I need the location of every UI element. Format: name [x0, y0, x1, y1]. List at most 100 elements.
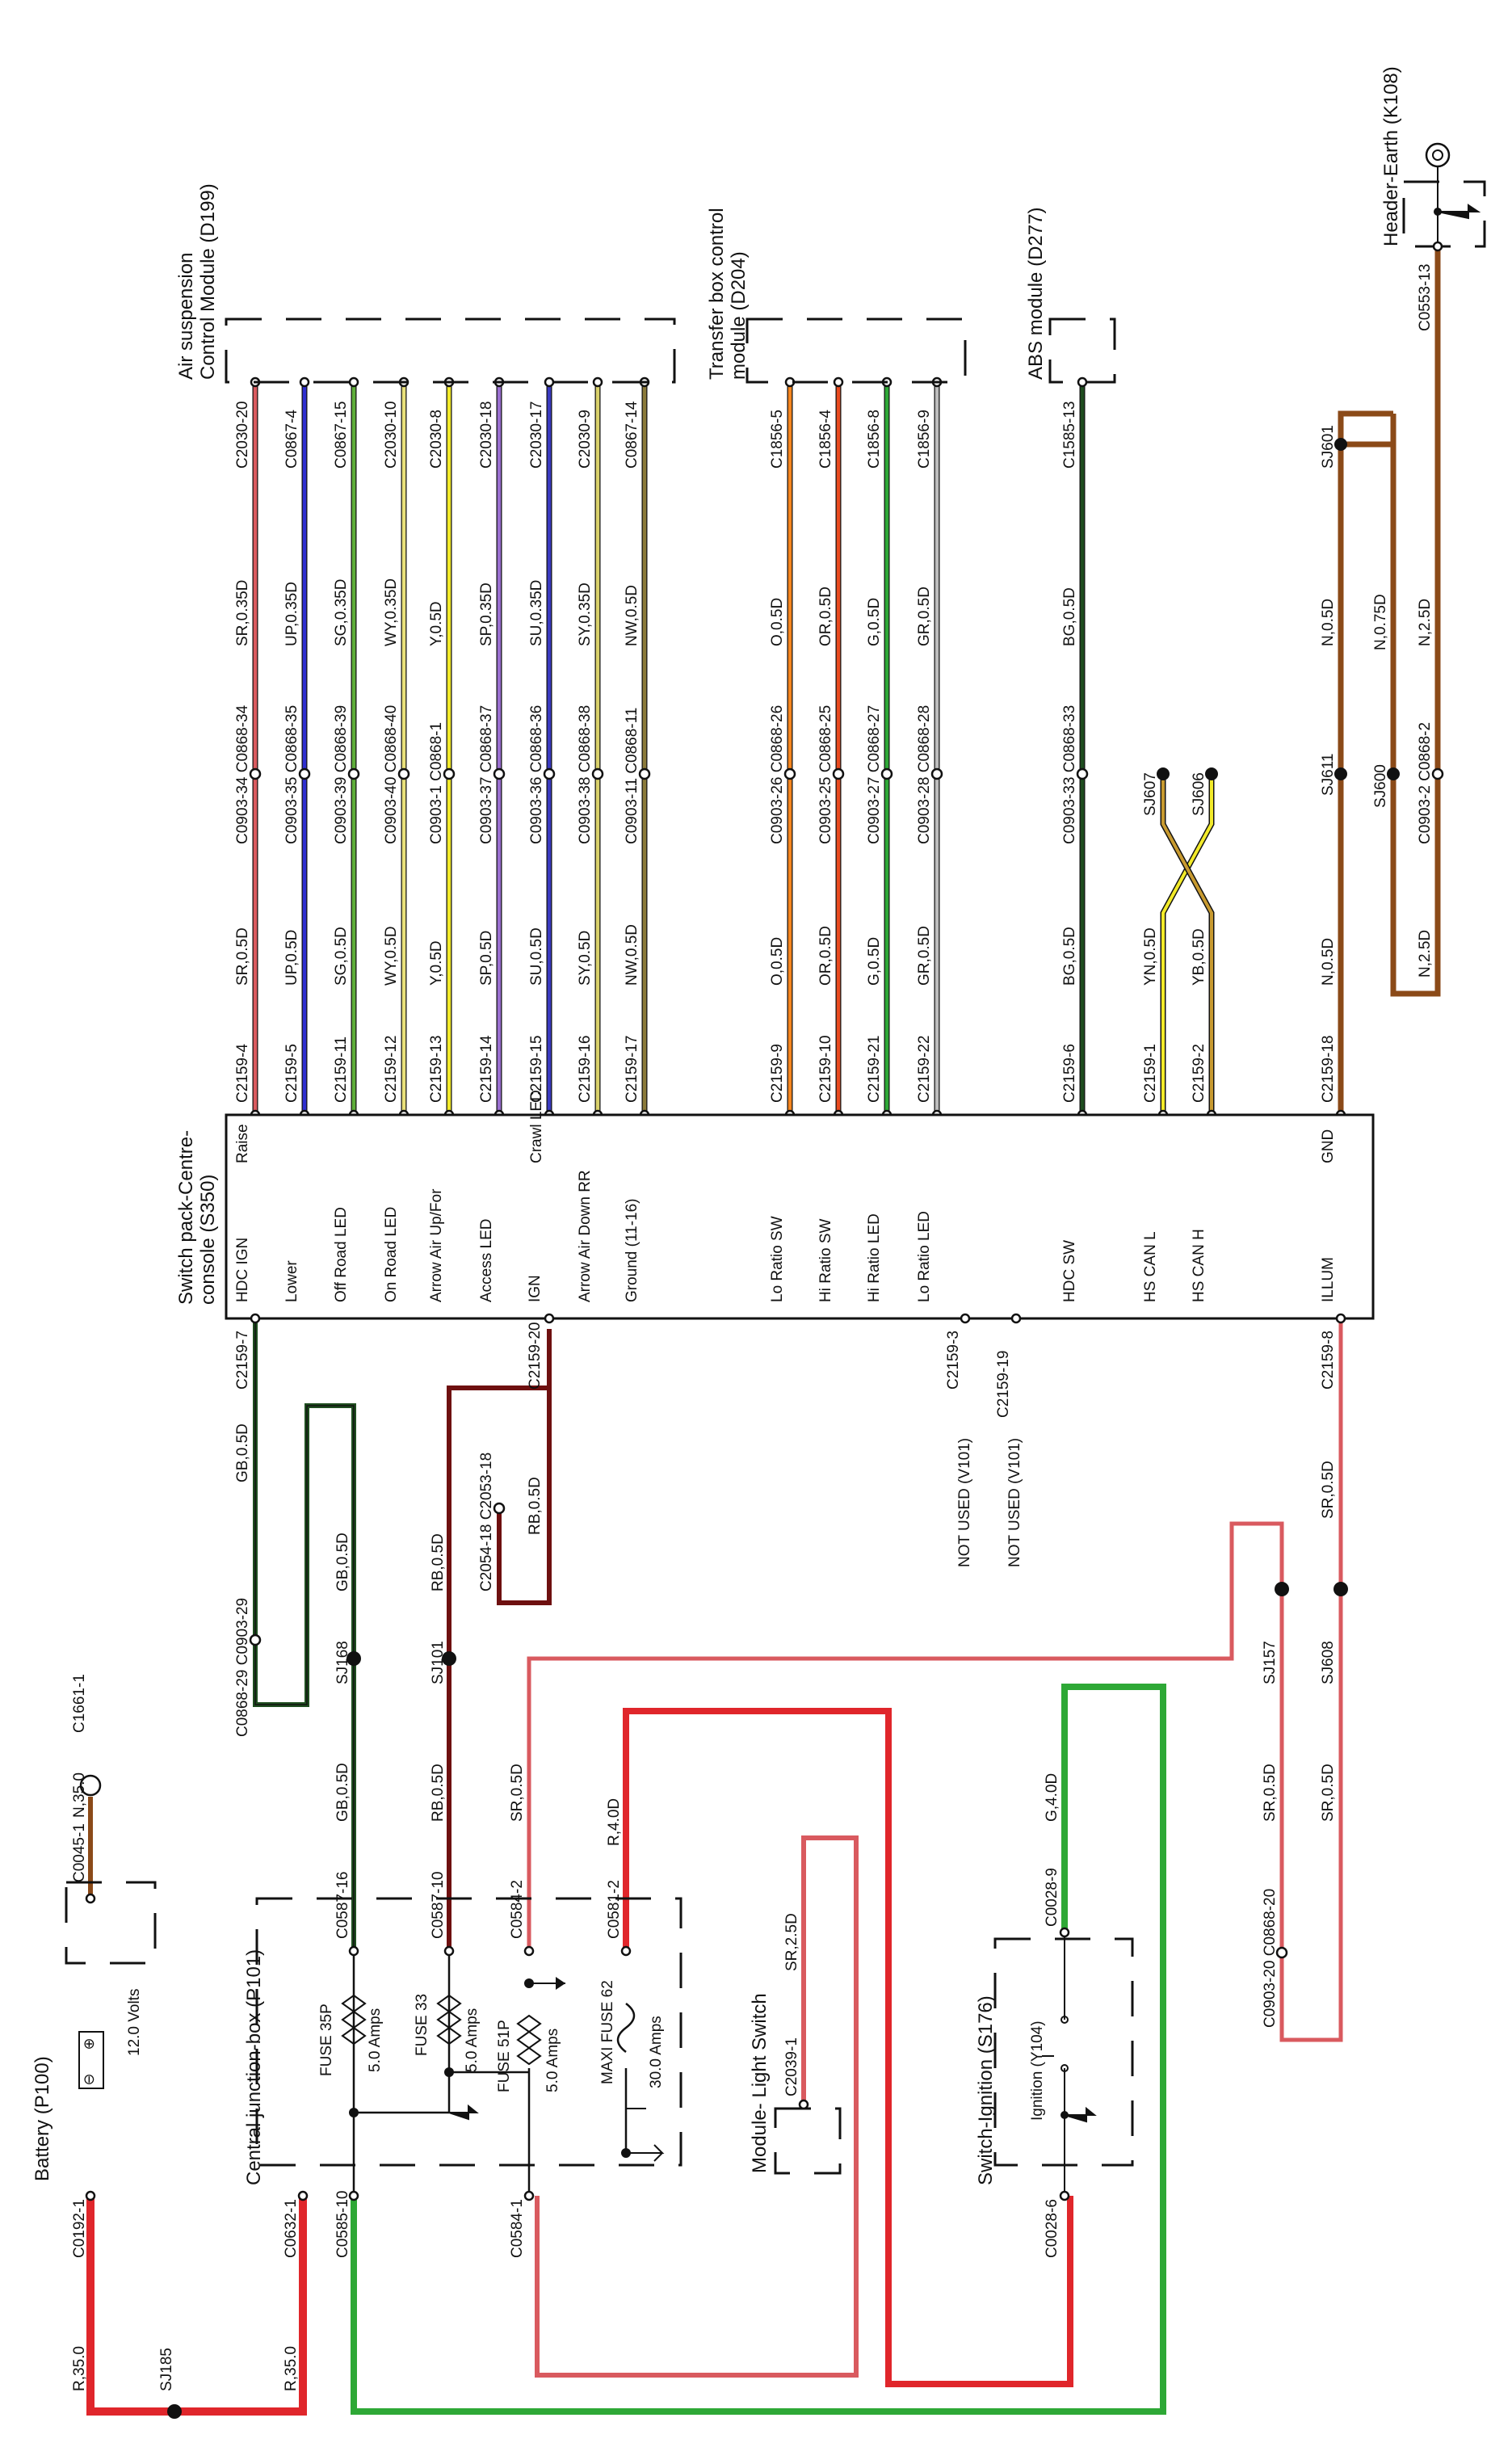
- pin-label-4: Arrow Air Up/For: [428, 1188, 445, 1302]
- connector-c0553: [1432, 241, 1443, 252]
- ground-wire: [1390, 414, 1441, 997]
- header-earth-outline: [1402, 180, 1486, 248]
- switch-pack-title-1: Switch pack-Centre-: [175, 1130, 197, 1305]
- static-labels: Battery (P100) 12.0 Volts Central juncti…: [32, 66, 1402, 2391]
- maxi-fuse-62-icon: [616, 2003, 636, 2053]
- transfer-box-wire-colour: O,0.5D: [769, 937, 786, 986]
- wire-ignition-green: [351, 1684, 1166, 2415]
- label-not-used-2: NOT USED (V101): [1006, 1438, 1023, 1567]
- air-suspension-wire-colour: UP,0.35D: [284, 582, 300, 646]
- label-rb05c: RB,0.5D: [527, 1477, 544, 1535]
- ground-colour: N,2.5D: [1417, 930, 1434, 978]
- switch-pack-outline: [225, 1113, 1375, 1320]
- label-gb05c: GB,0.5D: [234, 1423, 251, 1482]
- connector-c2039: [798, 2099, 809, 2110]
- fuse-33-icon: [436, 1994, 462, 2046]
- splice-sj601: [1334, 438, 1347, 451]
- air-suspension-module-pin: C2030-20: [234, 402, 251, 469]
- label-c0192: C0192-1: [71, 2199, 88, 2258]
- air-suspension-title-1: Air suspension: [175, 253, 197, 380]
- air-suspension-inline-label: C0903-37 C0868-37: [478, 705, 495, 844]
- air-suspension-title-2: Control Module (D199): [197, 183, 219, 380]
- label-c2159-20: C2159-20: [527, 1322, 544, 1390]
- transfer-box-module-pin: C1856-8: [866, 410, 883, 469]
- label-c0584-2: C0584-2: [509, 1880, 526, 1939]
- connector-c0903-29: [249, 1634, 262, 1646]
- label-sj185: SJ185: [158, 2348, 175, 2391]
- label-r40: R,4.0D: [606, 1798, 623, 1846]
- fuse-name: FUSE 35P: [318, 2004, 335, 2076]
- connector-c0584-1: [523, 2190, 535, 2201]
- label-c0028-6: C0028-6: [1044, 2199, 1060, 2258]
- transfer-box-wire-colour: OR,0.5D: [817, 926, 834, 986]
- switch-pack-title-2: console (S350): [197, 1175, 219, 1305]
- ground-inline-label: C0903-2 C0868-2: [1417, 722, 1434, 844]
- splice-sj600: [1387, 767, 1400, 780]
- transfer-box-title-2: module (D204): [728, 251, 750, 380]
- label-rb05a: RB,0.5D: [430, 1764, 447, 1822]
- label-c0587-16: C0587-16: [334, 1872, 351, 1939]
- cjb-tap-arrow-icon: [556, 1977, 565, 1990]
- air-suspension-switch-pin: C2159-5: [284, 1044, 300, 1103]
- label-c2159-7: C2159-7: [234, 1331, 251, 1390]
- label-g40: G,4.0D: [1044, 1773, 1060, 1822]
- can-h-wire: [1161, 774, 1213, 1115]
- label-sj601: SJ601: [1320, 425, 1337, 469]
- label-sr05c: SR,0.5D: [1262, 1764, 1279, 1822]
- ground-colour: N,0.75D: [1372, 594, 1389, 650]
- air-suspension-outline: [225, 317, 676, 384]
- label-c2159-19: C2159-19: [995, 1351, 1012, 1418]
- pin-label-16: ILLUM: [1320, 1257, 1337, 1302]
- fuse-name: MAXI FUSE 62: [599, 1980, 616, 2084]
- label-c2054: C2054-18 C2053-18: [478, 1453, 495, 1592]
- connector-c0903-20: [1275, 1946, 1288, 1959]
- label-sr25: SR,2.5D: [783, 1913, 800, 1971]
- air-suspension-inline-label: C0903-34 C0868-34: [234, 704, 251, 844]
- wire-hdc-ign: [253, 1317, 356, 1951]
- transfer-box-inline-label: C0903-25 C0868-25: [817, 705, 834, 844]
- air-suspension-switch-pin: C2159-15: [528, 1036, 545, 1103]
- cjb-outline: [255, 1897, 682, 2167]
- pin-label-10: Hi Ratio SW: [817, 1218, 834, 1302]
- air-suspension-inline-label: C0903-40 C0868-40: [383, 705, 400, 844]
- connector-c0045: [85, 1893, 96, 1904]
- cjb-node-dot: [524, 1978, 534, 1988]
- label-inl29: C0868-29 C0903-29: [234, 1598, 251, 1737]
- light-switch-outline: [774, 2107, 842, 2175]
- splice-sj101: [442, 1651, 456, 1666]
- transfer-box-inline-label: C0903-27 C0868-27: [866, 705, 883, 844]
- air-suspension-module-pin: C0867-14: [624, 401, 640, 469]
- label-c0584-1: C0584-1: [509, 2199, 526, 2258]
- connector-c2159-7: [250, 1313, 261, 1324]
- air-suspension-module-connector: [544, 376, 555, 388]
- connector-c0585: [348, 2190, 359, 2201]
- abs-inline-connector: [1076, 767, 1089, 780]
- ground-colour: N,0.5D: [1320, 599, 1337, 646]
- pin-label-15: HS CAN H: [1191, 1229, 1208, 1302]
- air-suspension-module-pin: C0867-15: [333, 402, 350, 469]
- air-suspension-inline-label: C0903-11 C0868-11: [624, 708, 640, 844]
- connector-c0584-2: [523, 1945, 535, 1957]
- fuse-rating: 5.0 Amps: [367, 2008, 384, 2072]
- connector-c2159-3: [960, 1313, 971, 1324]
- power-wiring: [86, 1317, 1343, 2416]
- splice-sj608: [1334, 1582, 1348, 1596]
- pin-label-1: Lower: [284, 1260, 300, 1302]
- connector-c2159-20: [544, 1313, 555, 1324]
- splice-sj185: [167, 2404, 182, 2419]
- can-l-pin: C2159-1: [1142, 1044, 1159, 1103]
- splice-sj168: [346, 1651, 361, 1666]
- abs-wire-colour: BG,0.5D: [1061, 927, 1078, 986]
- earth-ring-icon: [1432, 149, 1443, 161]
- transfer-box-wire-colour: GR,0.5D: [916, 926, 933, 986]
- label-c0553: C0553-13: [1417, 264, 1434, 331]
- ground-colour: N,2.5D: [1417, 599, 1434, 646]
- wire-fuse-bus: [352, 1951, 628, 2196]
- air-suspension-module-pin: C2030-10: [383, 402, 400, 469]
- air-suspension-module-pin: C2030-18: [478, 402, 495, 469]
- connector-points: [85, 241, 1443, 2419]
- air-suspension-switch-pin: C2159-14: [478, 1035, 495, 1103]
- cjb-bus-arrow-icon: [448, 2071, 646, 2121]
- abs-module-pin: C1585-13: [1061, 402, 1078, 469]
